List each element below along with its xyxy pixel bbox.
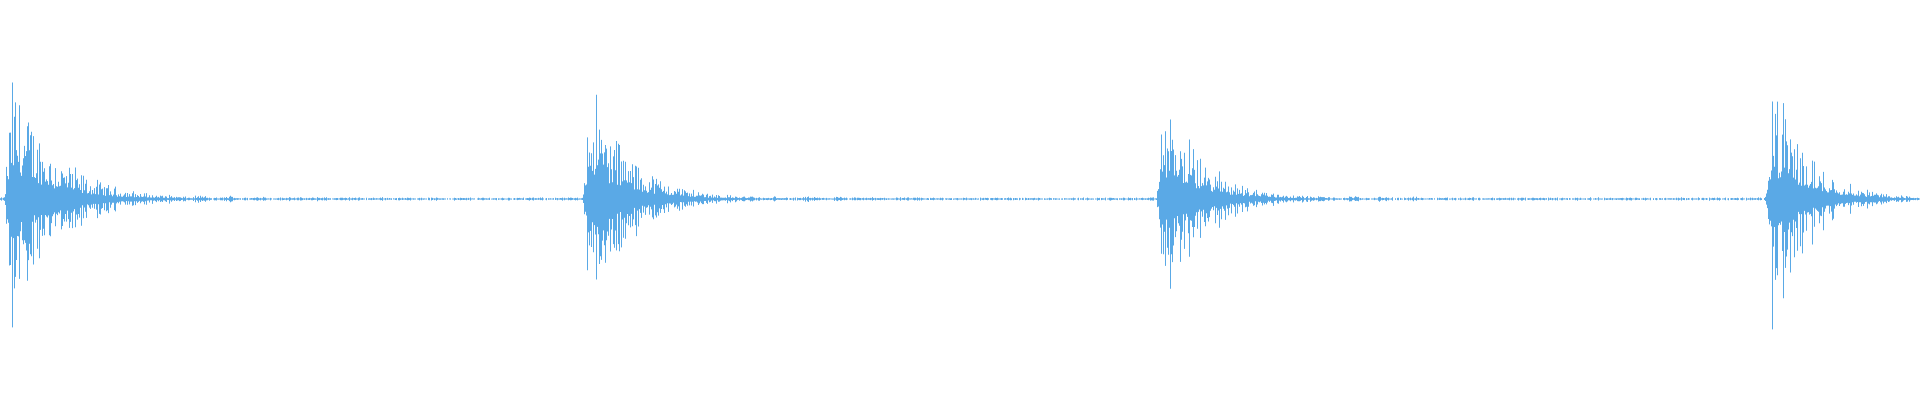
waveform-trace xyxy=(0,82,1920,330)
waveform-bars xyxy=(0,82,1920,330)
